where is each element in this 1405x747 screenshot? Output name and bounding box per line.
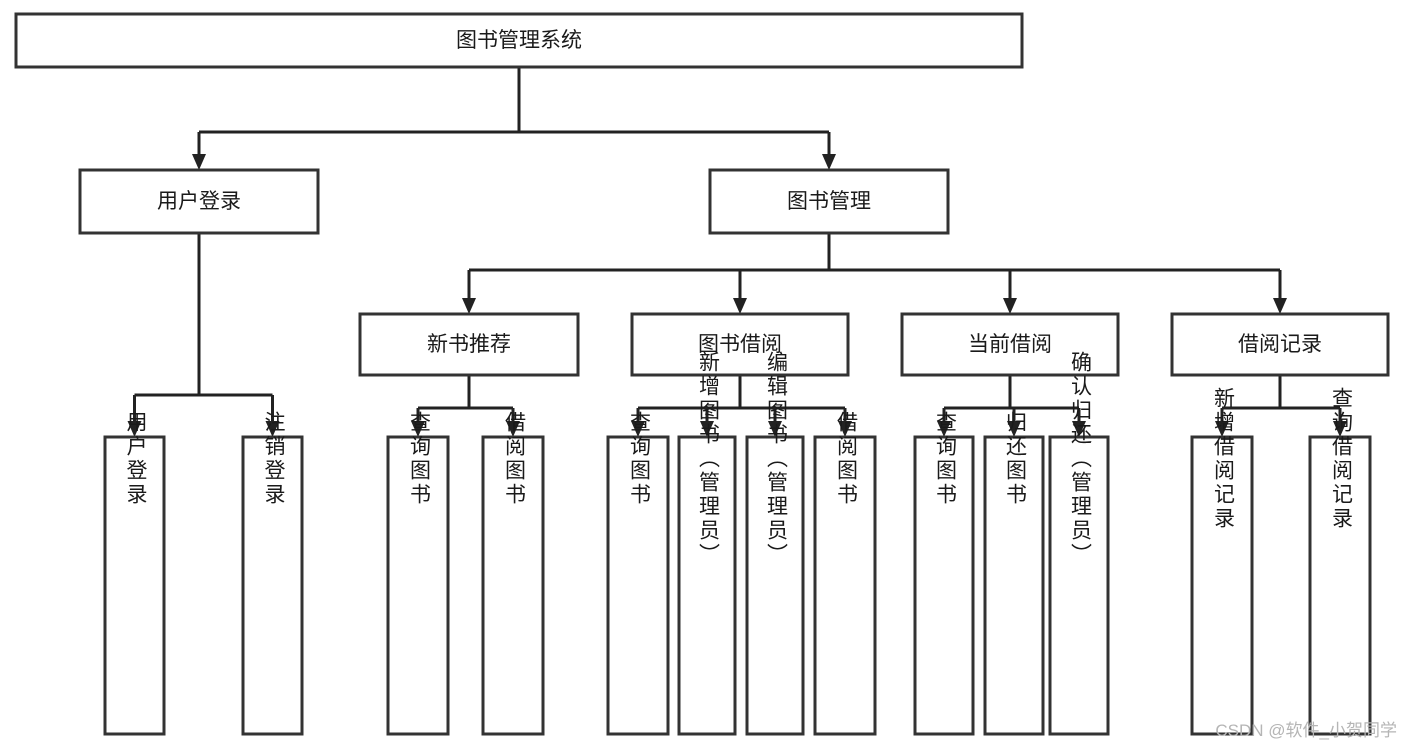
- edge-book-borrow-branch-0-head: [631, 421, 645, 437]
- edge-current-borrow-branch-2-head: [1072, 421, 1086, 437]
- node-box: [606, 435, 670, 736]
- node-current-borrow[interactable]: 当前借阅: [900, 312, 1120, 377]
- node-box: [630, 312, 850, 377]
- node-box: [813, 435, 877, 736]
- node-leaf-borrow-book-2[interactable]: 借阅图书: [813, 411, 877, 736]
- node-label: 图书管理系统: [456, 29, 582, 52]
- node-box: [241, 435, 304, 736]
- node-box: [900, 312, 1120, 377]
- node-label: 确认归还（管理员）: [1068, 351, 1092, 567]
- edge-book-borrow-branch-1-head: [700, 421, 714, 437]
- node-box: [103, 435, 166, 736]
- node-box: [1048, 435, 1110, 736]
- node-box: [386, 435, 450, 736]
- edge-current-borrow-branch-0-head: [937, 421, 951, 437]
- node-label: 注销登录: [262, 411, 286, 507]
- edge-borrow-record-branch-0-head: [1215, 421, 1229, 437]
- node-leaf-query-book-2[interactable]: 查询图书: [606, 411, 670, 736]
- node-book-borrow[interactable]: 图书借阅: [630, 312, 850, 377]
- node-box: [481, 435, 545, 736]
- node-leaf-add-record[interactable]: 新增借阅记录: [1190, 387, 1254, 736]
- edge-new-book-recommend-branch-1-head: [506, 421, 520, 437]
- node-box: [14, 12, 1024, 69]
- node-label: 新增图书（管理员）: [696, 351, 720, 567]
- node-book-manage[interactable]: 图书管理: [708, 168, 950, 235]
- csdn-watermark: CSDN @软件_小贺同学: [1215, 721, 1397, 740]
- edge-book-manage-branch-0-head: [462, 298, 476, 314]
- edge-user-login-branch-0-head: [127, 421, 142, 437]
- node-label: 新书推荐: [427, 333, 511, 356]
- node-leaf-query-book-3[interactable]: 查询图书: [913, 411, 975, 736]
- node-label: 查询图书: [933, 411, 957, 507]
- node-box: [358, 312, 580, 377]
- node-leaf-add-book[interactable]: 新增图书（管理员）: [677, 351, 737, 736]
- node-label: 用户登录: [157, 190, 241, 213]
- edge-book-borrow-branch-3-head: [838, 421, 852, 437]
- node-label: 借阅图书: [502, 411, 526, 507]
- node-box: [78, 168, 320, 235]
- node-label: 查询借阅记录: [1329, 387, 1353, 531]
- node-leaf-confirm-return[interactable]: 确认归还（管理员）: [1048, 351, 1110, 736]
- node-leaf-query-book-1[interactable]: 查询图书: [386, 411, 450, 736]
- node-leaf-edit-book[interactable]: 编辑图书（管理员）: [745, 351, 805, 736]
- node-leaf-query-record[interactable]: 查询借阅记录: [1308, 387, 1372, 736]
- edge-current-borrow-branch-1-head: [1007, 421, 1021, 437]
- node-box: [677, 435, 737, 736]
- node-box: [913, 435, 975, 736]
- edge-book-borrow-branch-2-head: [768, 421, 782, 437]
- node-label: 查询图书: [407, 411, 431, 507]
- node-label: 当前借阅: [968, 333, 1052, 356]
- edge-root-branch-1-head: [822, 154, 836, 170]
- node-label: 归还图书: [1003, 411, 1027, 507]
- edge-book-manage-branch-2-head: [1003, 298, 1017, 314]
- edge-book-manage-branch-3-head: [1273, 298, 1287, 314]
- node-user-login[interactable]: 用户登录: [78, 168, 320, 235]
- node-label: 图书借阅: [698, 333, 782, 356]
- node-box: [983, 435, 1045, 736]
- edge-user-login-branch-1-head: [265, 421, 280, 437]
- node-label: 借阅记录: [1238, 333, 1322, 356]
- node-label: 借阅图书: [834, 411, 858, 507]
- node-label: 用户登录: [124, 411, 148, 507]
- node-leaf-borrow-book-1[interactable]: 借阅图书: [481, 411, 545, 736]
- node-leaf-logout[interactable]: 注销登录: [241, 411, 304, 736]
- node-label: 图书管理: [787, 190, 871, 213]
- node-leaf-return-book[interactable]: 归还图书: [983, 411, 1045, 736]
- node-box: [745, 435, 805, 736]
- node-label: 新增借阅记录: [1211, 387, 1235, 531]
- node-box: [1190, 435, 1254, 736]
- node-box: [1308, 435, 1372, 736]
- edge-book-manage-branch-1-head: [733, 298, 747, 314]
- node-label: 编辑图书（管理员）: [764, 351, 788, 567]
- node-borrow-record[interactable]: 借阅记录: [1170, 312, 1390, 377]
- edge-new-book-recommend-branch-0-head: [411, 421, 425, 437]
- node-label: 查询图书: [627, 411, 651, 507]
- node-box: [1170, 312, 1390, 377]
- node-new-book-recommend[interactable]: 新书推荐: [358, 312, 580, 377]
- edge-root-branch-0-head: [192, 154, 206, 170]
- node-leaf-user-login[interactable]: 用户登录: [103, 411, 166, 736]
- node-root[interactable]: 图书管理系统: [14, 12, 1024, 69]
- edge-borrow-record-branch-1-head: [1333, 421, 1347, 437]
- node-box: [708, 168, 950, 235]
- nodes-layer: 图书管理系统用户登录图书管理新书推荐图书借阅当前借阅借阅记录用户登录注销登录查询…: [14, 12, 1390, 736]
- edges-layer: [127, 67, 1347, 437]
